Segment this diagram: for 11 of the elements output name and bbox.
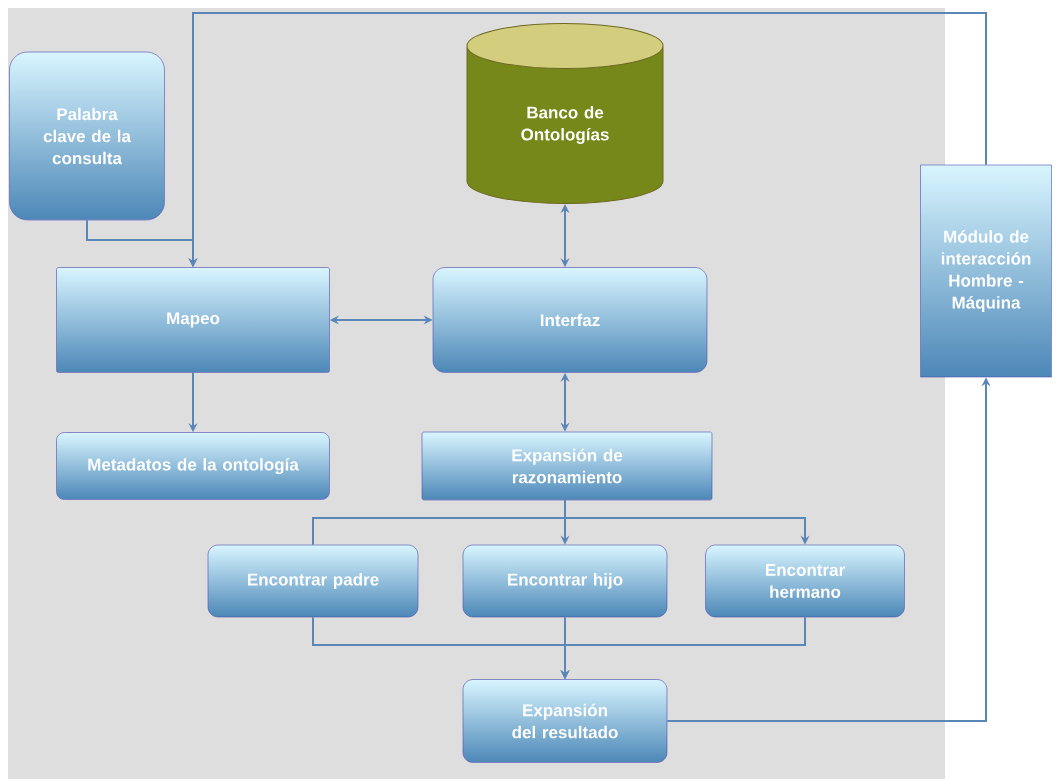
process-box: Encontrar padre <box>207 544 419 618</box>
process-box: Expansión del resultado <box>462 679 668 763</box>
process-box: Metadatos de la ontología <box>56 432 330 500</box>
process-box: Encontrar hijo <box>462 544 668 618</box>
process-box: Encontrar hermano <box>705 544 905 618</box>
process-box: Interfaz <box>432 267 708 373</box>
process-box: Expansión de razonamiento <box>421 431 713 501</box>
database-cylinder: Banco de Ontologías <box>466 23 664 204</box>
process-box: Mapeo <box>56 267 330 373</box>
process-box: Palabra clave de la consulta <box>9 51 165 221</box>
process-box: Módulo de interacción Hombre - Máquina <box>920 164 1052 378</box>
